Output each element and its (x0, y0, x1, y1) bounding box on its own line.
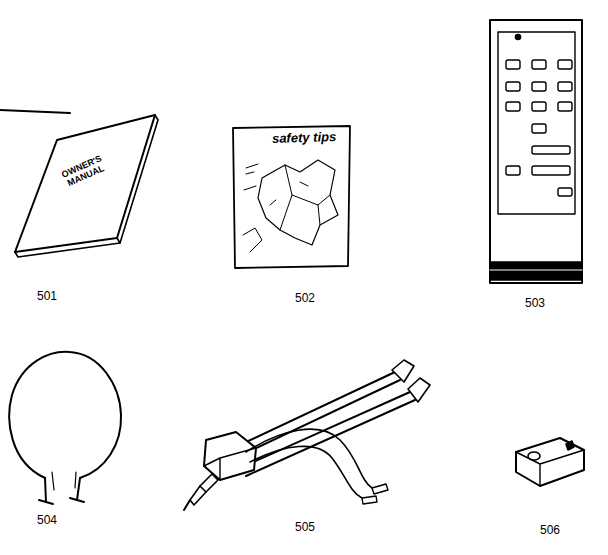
card-title: safety tips (272, 130, 337, 147)
dipole-antenna-drawing (184, 360, 430, 510)
remote-drawing (490, 20, 582, 283)
adapter-drawing (516, 438, 584, 486)
leader-line (0, 110, 70, 113)
callout-number: 502 (295, 292, 315, 305)
callout-number: 503 (525, 297, 545, 310)
callout-number: 505 (295, 521, 315, 534)
safety-card-drawing (233, 126, 350, 268)
callout-number: 501 (37, 290, 57, 303)
manual-drawing (15, 115, 158, 257)
loop-antenna-drawing (9, 352, 121, 504)
callout-number: 504 (37, 514, 57, 527)
callout-number: 506 (540, 524, 560, 537)
